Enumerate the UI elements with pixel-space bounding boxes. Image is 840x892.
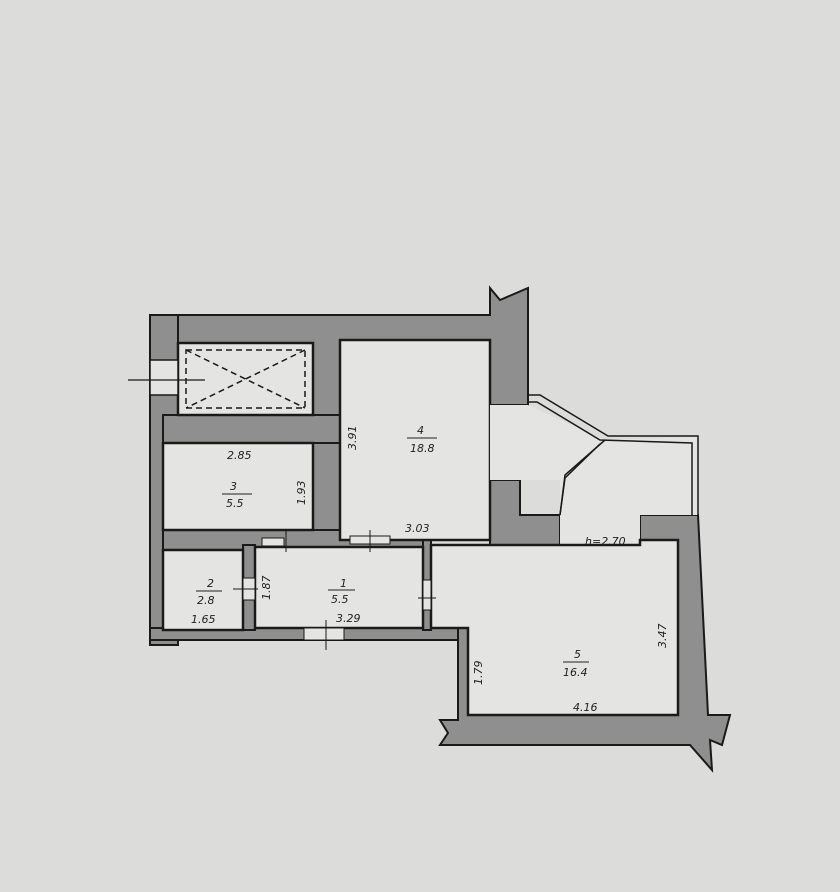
doors (233, 530, 436, 650)
room-3-number: 3 (230, 480, 237, 493)
svg-text:3.47: 3.47 (656, 624, 669, 649)
svg-text:2.85: 2.85 (227, 449, 252, 462)
svg-text:3.29: 3.29 (336, 612, 361, 625)
ventilation-shaft (128, 341, 315, 417)
room-4-number: 4 (417, 424, 424, 437)
room-2-area: 2.8 (197, 594, 215, 607)
room-2 (161, 548, 245, 632)
room-5-area: 16.4 (563, 666, 588, 679)
room-3 (161, 441, 315, 532)
svg-text:1.87: 1.87 (260, 576, 273, 601)
room-5 (429, 538, 680, 717)
ceiling-height: h=2.70 (585, 535, 626, 548)
svg-text:1.79: 1.79 (472, 661, 485, 686)
room-5-number: 5 (574, 648, 581, 661)
room-4-area: 18.8 (410, 442, 435, 455)
labels: 4 18.8 3.91 3.03 2.85 3 5.5 1.93 2 2.8 1… (191, 424, 669, 714)
svg-text:4.16: 4.16 (573, 701, 598, 714)
svg-text:1.65: 1.65 (191, 613, 216, 626)
svg-text:1.93: 1.93 (295, 481, 308, 506)
room-2-number: 2 (207, 577, 214, 590)
room-1-number: 1 (340, 577, 347, 590)
room-3-area: 5.5 (226, 497, 244, 510)
room-4 (338, 338, 492, 542)
pillar (489, 479, 561, 546)
svg-text:3.91: 3.91 (346, 426, 359, 451)
balcony-window (528, 394, 699, 516)
room-1-area: 5.5 (331, 593, 349, 606)
svg-text:3.03: 3.03 (405, 522, 430, 535)
